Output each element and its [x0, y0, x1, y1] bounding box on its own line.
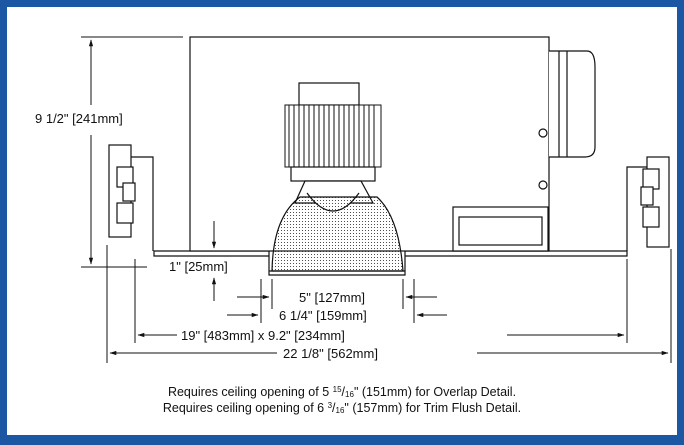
overlap-note-prefix: Requires ceiling opening of 5 — [167, 385, 330, 399]
flush-note-prefix: Requires ceiling opening of 6 — [162, 401, 325, 415]
heat-sink — [284, 104, 382, 168]
flush-opening-note: Requires ceiling opening of 6 3/16" (157… — [162, 401, 522, 415]
fixture-drawing — [81, 36, 672, 363]
side-junction-box — [549, 50, 596, 158]
aperture-dimension-label: 5" [127mm] — [299, 290, 366, 305]
lip-dimension-label: 1" [25mm] — [169, 259, 228, 274]
diagram-panel: 9 1/2" [241mm] 1" [25mm] 5" [127mm] 6 1/… — [7, 7, 677, 435]
overlap-note-suffix: " (151mm) for Overlap Detail. — [353, 385, 517, 399]
flush-note-numerator: 3 — [327, 401, 333, 410]
driver-box — [452, 206, 549, 252]
dimension-lines — [81, 36, 672, 363]
reflector-cone — [271, 196, 404, 272]
overlap-note-denominator: 16 — [345, 390, 354, 399]
plaster-frame — [153, 250, 628, 276]
height-dimension-label: 9 1/2" [241mm] — [35, 111, 123, 126]
overlap-opening-note: Requires ceiling opening of 5 15/16" (15… — [167, 385, 517, 399]
left-hanger-bracket — [108, 144, 154, 251]
flush-note-denominator: 16 — [335, 406, 345, 415]
flush-note-suffix: " (157mm) for Trim Flush Detail. — [344, 401, 522, 415]
right-hanger-bracket — [626, 156, 670, 251]
overall-dimension-label: 22 1/8" [562mm] — [283, 346, 378, 361]
housing-dimension-label: 19" [483mm] x 9.2" [234mm] — [181, 328, 345, 343]
trim-dimension-label: 6 1/4" [159mm] — [279, 308, 367, 323]
overlap-note-numerator: 15 — [332, 385, 342, 394]
